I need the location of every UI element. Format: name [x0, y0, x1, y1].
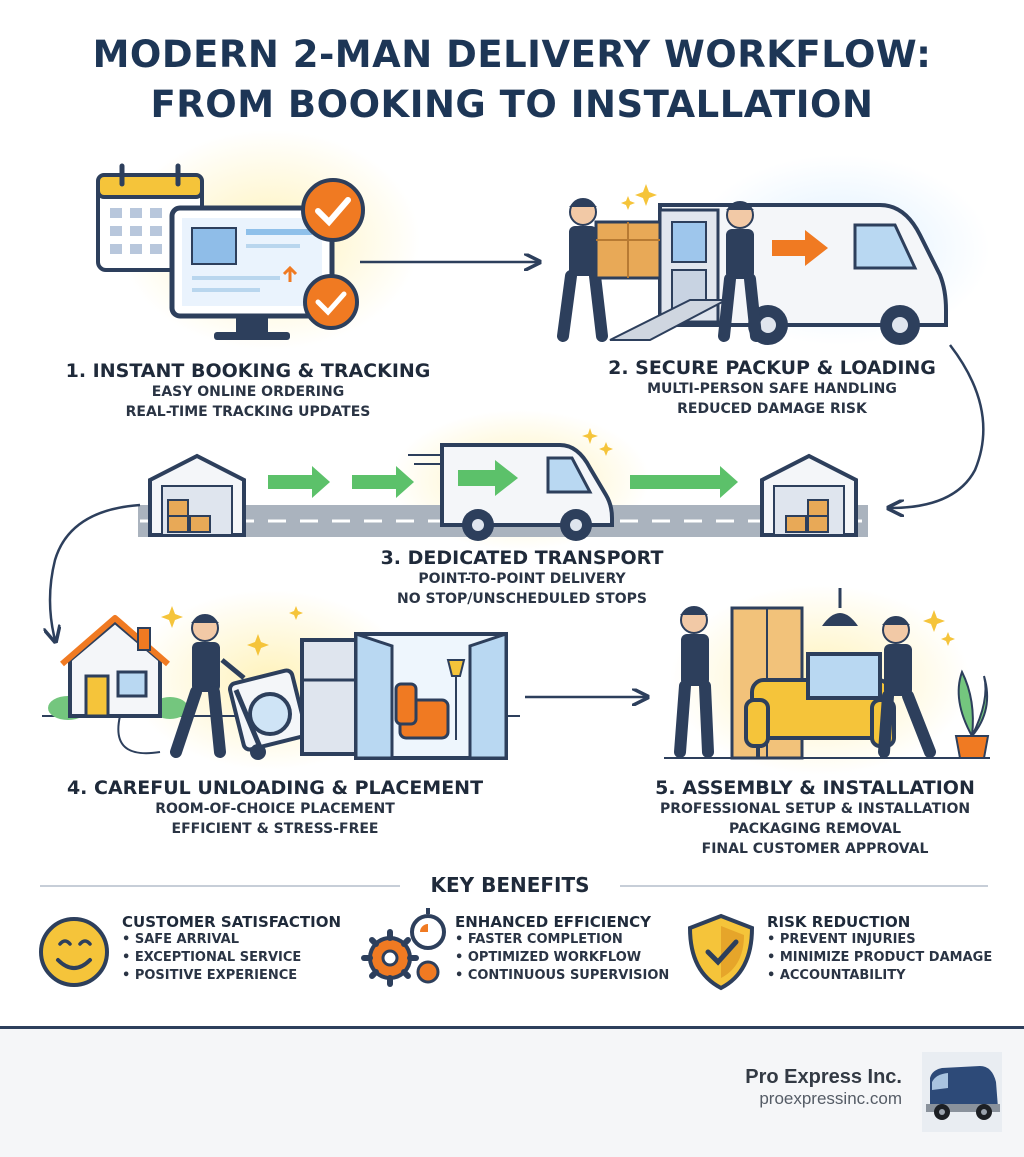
step-5-line-2: PACKAGING REMOVAL [729, 821, 901, 837]
flow-arrow-3-4 [50, 503, 141, 640]
benefit-1-item-1: • SAFE ARRIVAL [122, 932, 239, 947]
benefit-2-title: ENHANCED EFFICIENCY [455, 913, 652, 931]
brand-name: Pro Express Inc. [745, 1066, 902, 1088]
footer [0, 1026, 1024, 1157]
step-1-title: 1. INSTANT BOOKING & TRACKING [65, 360, 431, 382]
benefit-3-item-1: • PREVENT INJURIES [767, 932, 916, 947]
page-title-line-2: FROM BOOKING TO INSTALLATION [150, 83, 874, 126]
step-3-title: 3. DEDICATED TRANSPORT [380, 547, 664, 569]
smiley-face-icon [39, 917, 109, 987]
step-5-line-1: PROFESSIONAL SETUP & INSTALLATION [659, 801, 971, 817]
installation-room-icon [664, 585, 990, 775]
benefit-2-item-3: • CONTINUOUS SUPERVISION [455, 968, 670, 983]
step-2-line-2: REDUCED DAMAGE RISK [677, 401, 867, 417]
step-1-caption: 1. INSTANT BOOKING & TRACKING EASY ONLIN… [28, 360, 468, 422]
benefit-1-item-2: • EXCEPTIONAL SERVICE [122, 950, 302, 965]
step-2-caption: 2. SECURE PACKUP & LOADING MULTI-PERSON … [552, 357, 992, 419]
benefit-3-item-2: • MINIMIZE PRODUCT DAMAGE [767, 950, 993, 965]
unloading-house-icon [42, 590, 520, 770]
benefit-customer-satisfaction: CUSTOMER SATISFACTION • SAFE ARRIVAL • E… [122, 913, 362, 985]
benefit-1-title: CUSTOMER SATISFACTION [122, 913, 342, 931]
benefit-enhanced-efficiency: ENHANCED EFFICIENCY • FASTER COMPLETION … [455, 913, 685, 985]
benefit-3-title: RISK REDUCTION [767, 913, 911, 931]
benefit-3-item-3: • ACCOUNTABILITY [767, 968, 906, 983]
brand-block: Pro Express Inc. proexpressinc.com [745, 1066, 902, 1109]
step-5-caption: 5. ASSEMBLY & INSTALLATION PROFESSIONAL … [600, 777, 1024, 859]
page-title-line-1: MODERN 2-MAN DELIVERY WORKFLOW: [92, 33, 932, 76]
step-3-caption: 3. DEDICATED TRANSPORT POINT-TO-POINT DE… [302, 547, 742, 609]
step-1-line-2: REAL-TIME TRACKING UPDATES [125, 404, 371, 420]
step-1-line-1: EASY ONLINE ORDERING [151, 384, 345, 400]
page-title: MODERN 2-MAN DELIVERY WORKFLOW: FROM BOO… [0, 30, 1024, 130]
brand-url[interactable]: proexpressinc.com [759, 1089, 902, 1108]
step-4-caption: 4. CAREFUL UNLOADING & PLACEMENT ROOM-OF… [40, 777, 510, 839]
delivery-van-photo-icon [922, 1052, 1002, 1132]
step-3-line-1: POINT-TO-POINT DELIVERY [418, 571, 626, 587]
step-5-title: 5. ASSEMBLY & INSTALLATION [655, 777, 975, 799]
flow-arrow-2-3 [890, 344, 985, 508]
step-4-title: 4. CAREFUL UNLOADING & PLACEMENT [66, 777, 484, 799]
booking-computer-icon [96, 130, 420, 350]
gears-stopwatch-icon [361, 908, 446, 987]
step-5-line-3: FINAL CUSTOMER APPROVAL [701, 841, 929, 857]
benefit-2-item-1: • FASTER COMPLETION [455, 932, 623, 947]
step-3-line-2: NO STOP/UNSCHEDULED STOPS [397, 591, 647, 607]
benefit-risk-reduction: RISK REDUCTION • PREVENT INJURIES • MINI… [767, 913, 1007, 985]
transport-van-icon [138, 410, 868, 550]
step-4-line-2: EFFICIENT & STRESS-FREE [171, 821, 379, 837]
benefit-1-item-3: • POSITIVE EXPERIENCE [122, 968, 298, 983]
step-4-line-1: ROOM-OF-CHOICE PLACEMENT [155, 801, 395, 817]
shield-check-icon [687, 913, 755, 991]
step-2-title: 2. SECURE PACKUP & LOADING [608, 357, 936, 379]
loading-van-icon [557, 155, 990, 345]
benefit-2-item-2: • OPTIMIZED WORKFLOW [455, 950, 642, 965]
benefits-heading: KEY BENEFITS [430, 873, 590, 897]
step-2-line-1: MULTI-PERSON SAFE HANDLING [647, 381, 897, 397]
